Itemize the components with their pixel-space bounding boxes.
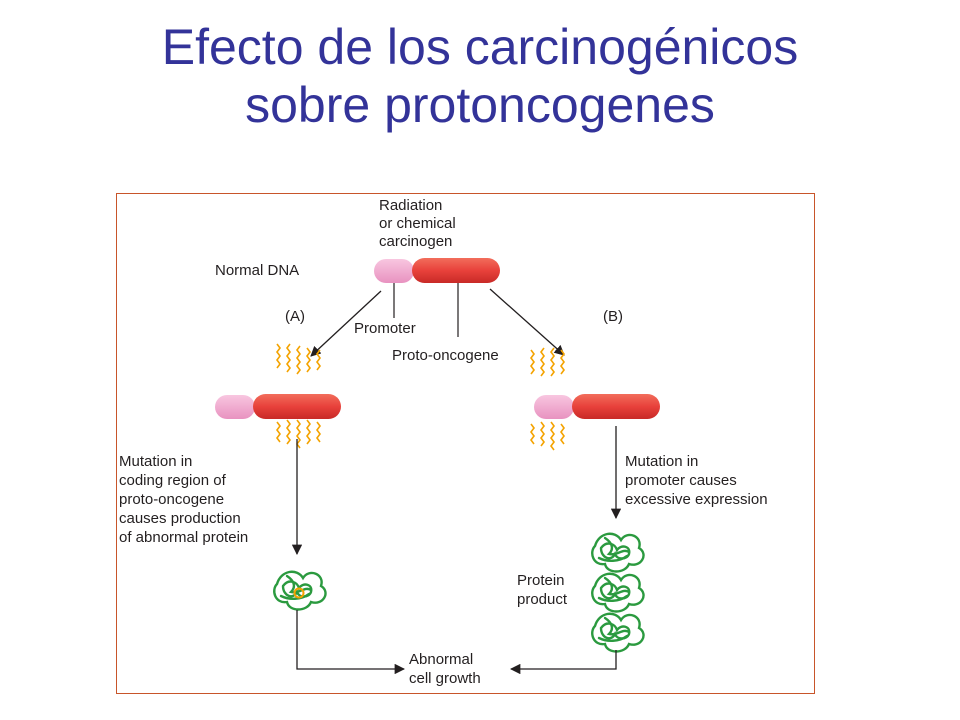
path-b-label: (B)	[603, 308, 623, 325]
radiation-burst-icon	[276, 343, 321, 449]
outcome-label: Abnormal cell growth	[409, 651, 481, 687]
proto-oncogene-segment	[412, 258, 500, 283]
arrow-a-to-outcome	[296, 610, 406, 675]
promoter-segment	[215, 395, 255, 419]
proto-oncogene-segment	[253, 394, 341, 419]
carcinogen-label: Radiation or chemical carcinogen	[379, 197, 456, 250]
mutated-dna-a	[215, 343, 341, 449]
protein-icon	[591, 612, 645, 653]
mutation-b-label: Mutation in promoter causes excessive ex…	[625, 453, 768, 508]
normal-dna-label: Normal DNA	[215, 262, 299, 279]
mutation-a-line: Mutation in	[119, 453, 192, 470]
carcinogen-label-line: or chemical	[379, 215, 456, 232]
mutation-b-line: Mutation in	[625, 453, 698, 470]
proto-oncogene-label: Proto-oncogene	[392, 347, 499, 364]
promoter-segment	[374, 259, 414, 283]
mutation-a-line: of abnormal protein	[119, 529, 248, 546]
carcinogen-label-line: Radiation	[379, 197, 442, 214]
mutation-b-line: excessive expression	[625, 491, 768, 508]
promoter-label: Promoter	[354, 320, 416, 337]
arrow-path-a	[310, 290, 382, 357]
protein-product-line: Protein	[517, 572, 565, 589]
outcome-line: cell growth	[409, 670, 481, 687]
mutation-a-label: Mutation in coding region of proto-oncog…	[119, 453, 248, 546]
title-line-1: Efecto de los carcinogénicos	[161, 19, 799, 75]
carcinogen-label-line: carcinogen	[379, 233, 452, 250]
carcinogen-diagram: Radiation or chemical carcinogen Normal …	[119, 197, 768, 687]
mutation-b-line: promoter causes	[625, 472, 737, 489]
arrow-path-b	[489, 288, 565, 356]
abnormal-site-mark	[293, 587, 305, 599]
radiation-burst-icon	[530, 347, 565, 451]
normal-dna	[374, 258, 500, 283]
outcome-line: Abnormal	[409, 651, 473, 668]
title-line-2: sobre protoncogenes	[245, 77, 715, 133]
protein-icon	[591, 532, 645, 573]
protein-product-stack	[591, 532, 645, 653]
mutation-a-line: proto-oncogene	[119, 491, 224, 508]
abnormal-protein-icon	[273, 570, 327, 611]
protein-icon	[591, 572, 645, 613]
slide-title: Efecto de los carcinogénicos sobre proto…	[0, 18, 960, 134]
path-a-label: (A)	[285, 308, 305, 325]
mutation-a-line: causes production	[119, 510, 241, 527]
arrow-b-to-outcome	[509, 650, 617, 675]
promoter-segment	[534, 395, 574, 419]
diagram-frame: Radiation or chemical carcinogen Normal …	[116, 193, 815, 694]
proto-oncogene-segment	[572, 394, 660, 419]
mutation-a-line: coding region of	[119, 472, 227, 489]
protein-product-line: product	[517, 591, 568, 608]
protein-product-label: Protein product	[517, 572, 568, 608]
mutated-dna-b	[530, 347, 660, 451]
